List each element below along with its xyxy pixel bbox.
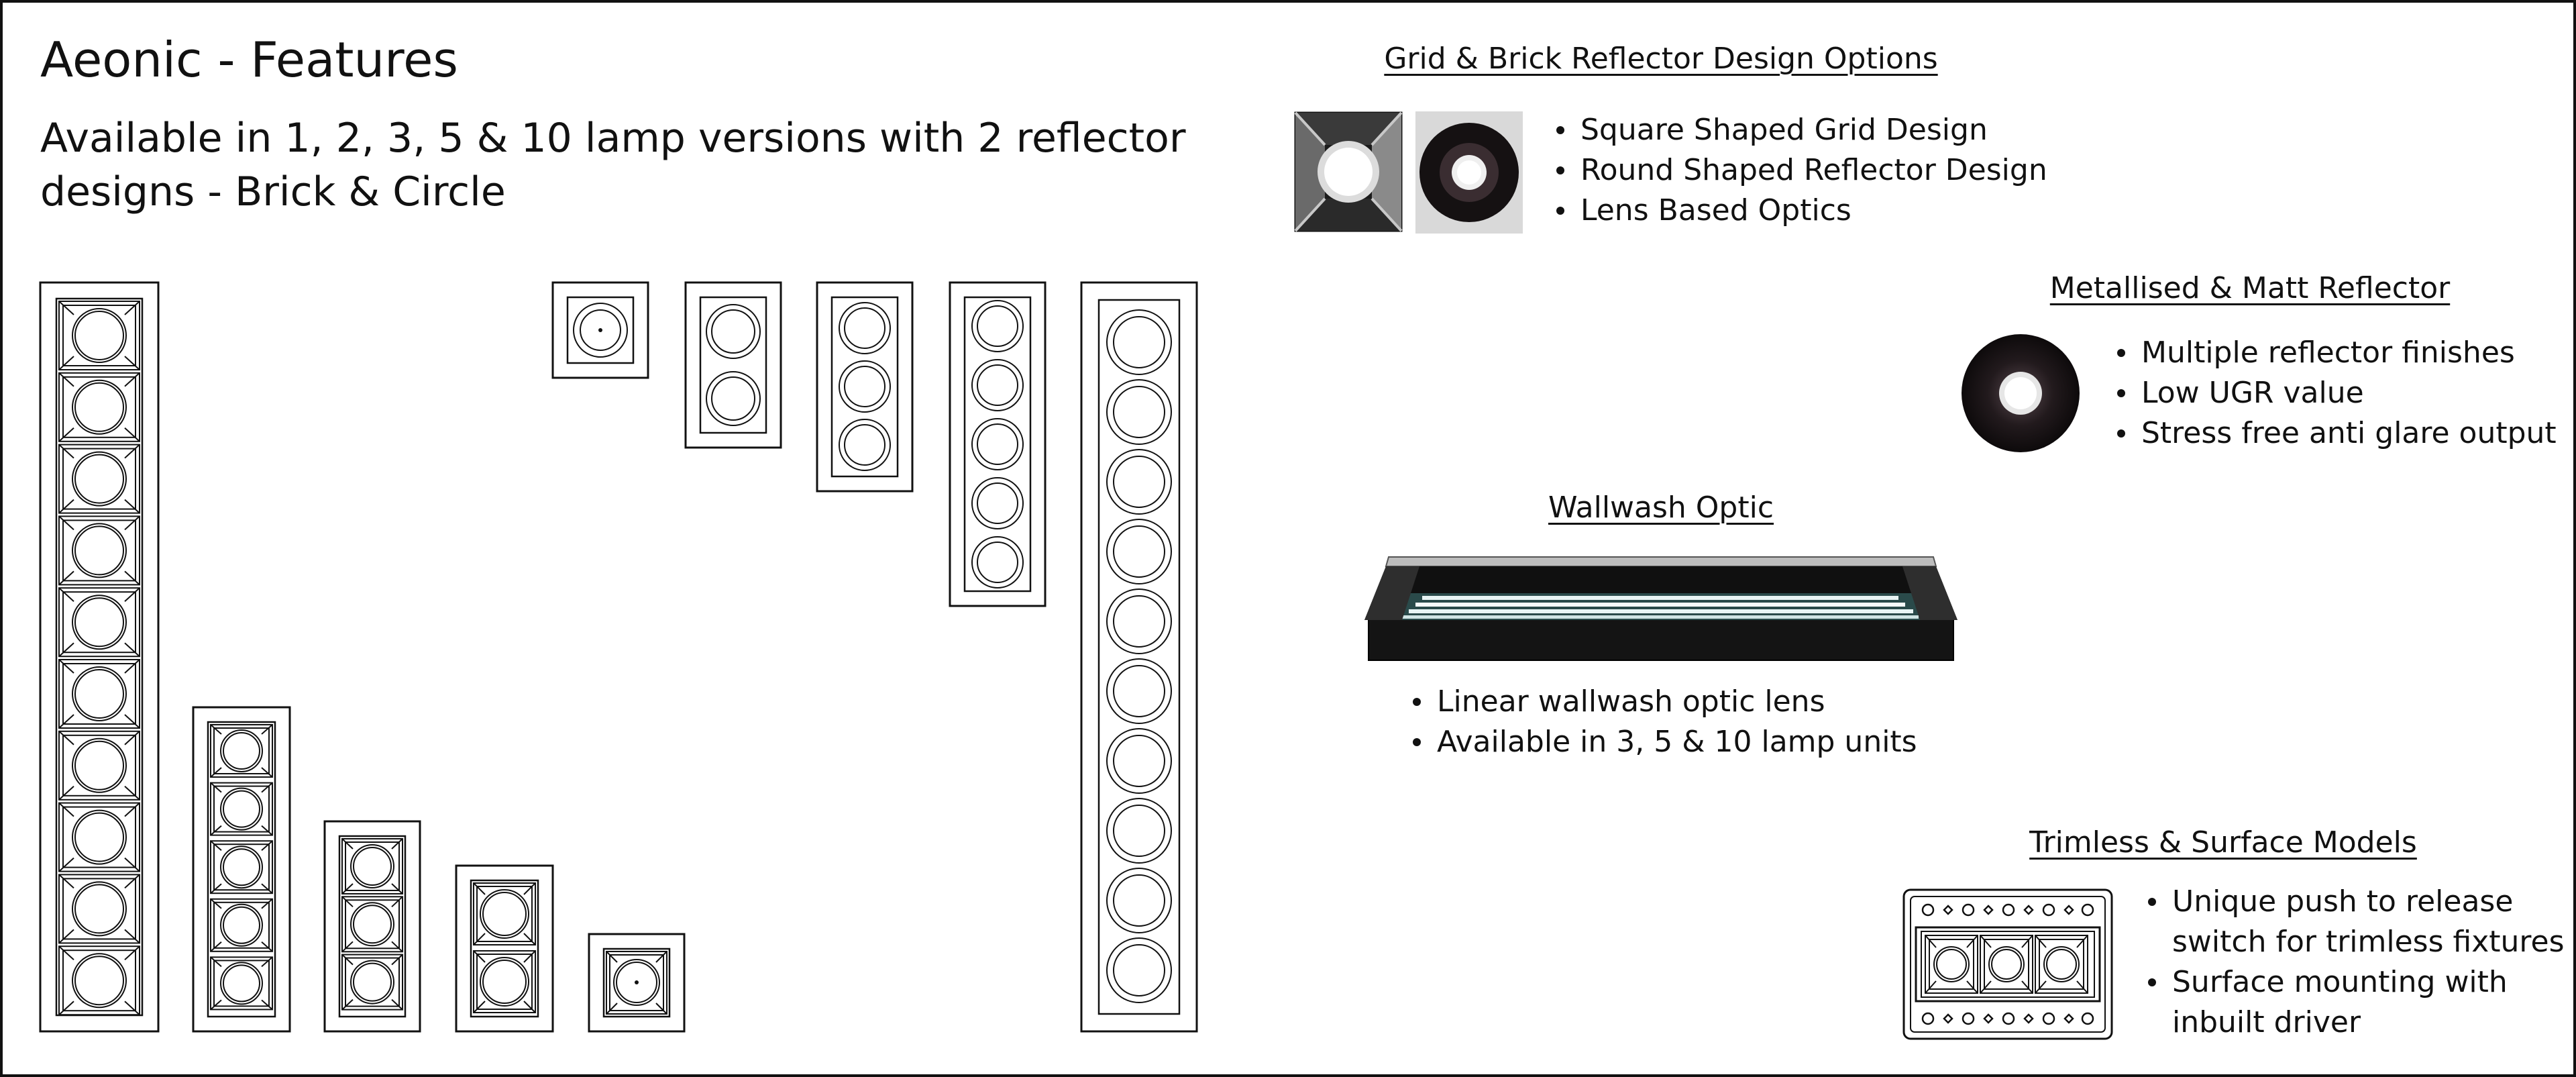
grid-fixture-2-lamp [455, 864, 554, 1033]
round-reflector-icon [1415, 111, 1523, 234]
grid-fixture-10-lamp [39, 281, 160, 1033]
reflector-options-list: Square Shaped Grid Design Round Shaped R… [1552, 110, 2047, 231]
trimless-item: Surface mounting with inbuilt driver [2144, 962, 2567, 1043]
metallised-item: Multiple reflector finishes [2113, 333, 2557, 373]
metallised-item: Low UGR value [2113, 373, 2557, 413]
matt-reflector-icon [1962, 334, 2080, 452]
reflector-options-heading: Grid & Brick Reflector Design Options [1384, 42, 1938, 76]
grid-fixture-5-lamp [192, 706, 291, 1033]
grid-fixture-3-lamp [323, 820, 421, 1033]
page-title: Aeonic - Features [40, 32, 458, 88]
metallised-heading: Metallised & Matt Reflector [2049, 271, 2451, 305]
wallwash-heading: Wallwash Optic [1548, 491, 1774, 525]
reflector-option-item: Square Shaped Grid Design [1552, 110, 2047, 150]
wallwash-item: Available in 3, 5 & 10 lamp units [1409, 722, 1917, 762]
circle-fixture-3-lamp [816, 281, 914, 493]
circle-fixture-10-lamp [1080, 281, 1198, 1033]
circle-fixture-1-lamp [551, 281, 649, 379]
metallised-list: Multiple reflector finishes Low UGR valu… [2113, 333, 2557, 454]
reflector-option-item: Round Shaped Reflector Design [1552, 150, 2047, 191]
wallwash-list: Linear wallwash optic lens Available in … [1409, 682, 1917, 762]
trimless-fixture-icon [1902, 888, 2113, 1040]
wallwash-item: Linear wallwash optic lens [1409, 682, 1917, 722]
trimless-item: Unique push to release switch for trimle… [2144, 882, 2567, 962]
reflector-option-item: Lens Based Optics [1552, 191, 2047, 231]
page-subtitle: Available in 1, 2, 3, 5 & 10 lamp versio… [40, 115, 1186, 215]
square-grid-reflector-icon [1294, 111, 1403, 232]
trimless-list: Unique push to release switch for trimle… [2144, 882, 2567, 1043]
circle-fixture-5-lamp [949, 281, 1046, 607]
wallwash-optic-icon [1364, 556, 1957, 661]
metallised-item: Stress free anti glare output [2113, 413, 2557, 454]
circle-fixture-2-lamp [684, 281, 782, 449]
trimless-heading: Trimless & Surface Models [2029, 825, 2417, 860]
grid-fixture-1-lamp [588, 933, 686, 1033]
